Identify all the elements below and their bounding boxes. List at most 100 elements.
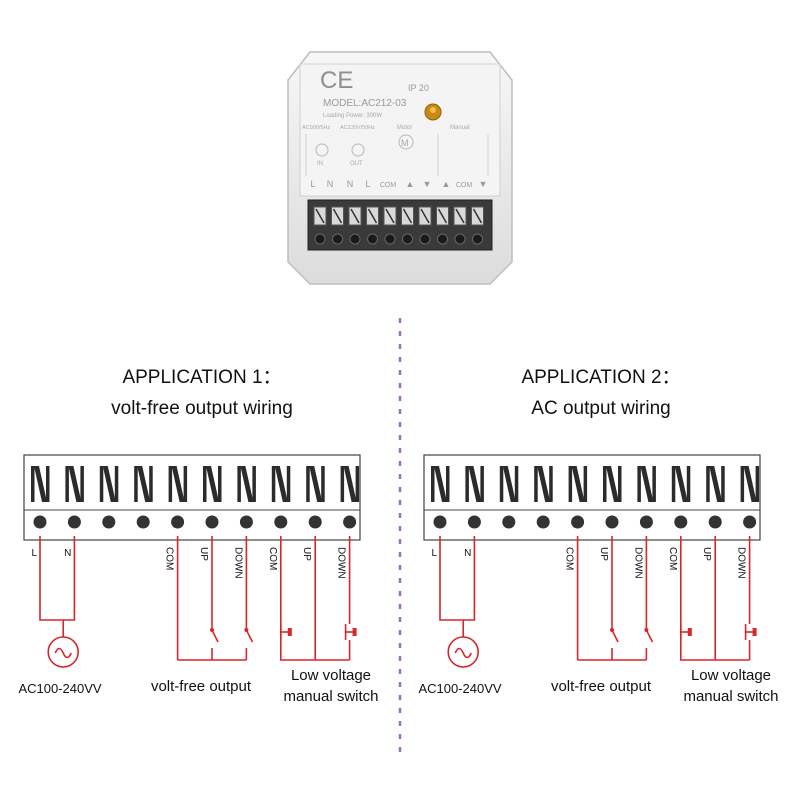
terminal-glyph-slash [171,466,185,502]
terminal-glyph-right [652,466,656,502]
device-screw-line [350,208,360,224]
terminal-glyph-slash [309,466,323,502]
device-screw-line [437,208,448,224]
device-screw-hole [472,233,483,245]
ip-rating: IP 20 [408,83,429,93]
application-1-switch-label-line2: manual switch [283,688,379,705]
device-screws [313,206,484,245]
terminal-glyph-left [568,466,573,502]
application-2-supply-label: AC100-240VV [418,681,502,696]
application-1-switch-label-line1: Low voltage [290,667,372,684]
terminal-glyph-right [218,466,222,502]
application-2-subtitle: AC output wiring [531,398,671,419]
terminal-glyph-left [168,466,173,502]
terminal-dot [674,515,688,529]
terminal-glyph-left [31,466,35,502]
terminal-glyph-right [252,466,256,502]
device-screw-hole [419,233,431,245]
ac-sine-icon [54,647,72,659]
terminal-dot [536,515,550,529]
terminal-label: L [431,548,437,559]
terminal-glyph-left [534,466,538,502]
relay-contact [611,629,619,643]
terminal-glyph-left [99,466,104,502]
supply-loop-wire [439,536,476,621]
terminal-label: N [464,548,471,559]
terminal-glyph-right [321,466,325,502]
device-terminal-mark: ▼ [423,179,432,189]
terminal-glyph-right [514,466,519,502]
terminal-glyph-left [203,466,207,502]
device-terminal-mark: N [347,179,354,189]
terminal-glyph-right [480,466,484,502]
application-1-output-label: volt-free output [150,678,252,695]
pushbutton-cap [287,628,292,636]
device-terminal-mark: ▲ [406,179,415,189]
terminal-glyph-left [671,466,676,502]
terminal-glyph-left [637,466,641,502]
terminal-glyph-slash [674,466,688,502]
out-label: OUT [350,161,363,167]
device-screw-hole [332,233,343,245]
ce-mark: CE [320,67,353,94]
terminal-dot [433,515,447,529]
device-terminal-mark: ▼ [479,179,488,189]
terminal-dot [708,515,722,529]
terminal-label: COM [164,547,175,570]
in-symbol [315,143,329,157]
terminal-label: UP [701,547,712,561]
terminal-glyph-left [340,466,345,502]
terminal-glyph-left [465,466,469,502]
application-2-output-label: volt-free output [550,678,652,695]
terminal-dot [205,515,219,529]
manual-com-wire [279,536,350,661]
output-spec-text: AC230V/50Hz [340,125,375,131]
terminal-glyph-right [618,466,622,502]
device-screw-hole [437,233,448,245]
terminal-dot [67,515,81,529]
terminal-dot [571,515,585,529]
device-terminal-mark: L [365,179,370,189]
terminal-glyph-right [755,466,760,502]
out-symbol [351,143,365,157]
manual-label: Manual [450,125,470,131]
device-terminal-mark: COM [380,182,397,189]
terminal-glyph-left [134,466,138,502]
terminal-glyph-left [603,466,607,502]
device-screw-line [420,208,430,224]
terminal-label: DOWN [232,547,243,579]
supply-loop-wire [39,536,76,621]
terminal-glyph-slash [274,466,288,502]
terminal-label: COM [267,547,278,570]
terminal-glyph-right [355,466,360,502]
device-screw-line [402,208,413,224]
terminal-dot [343,515,357,529]
terminal-glyph-right [114,466,119,502]
motor-symbol-circle [398,134,414,150]
terminal-glyph-slash [468,466,482,502]
relay-contact [645,629,654,643]
terminal-glyph-left [271,466,276,502]
terminal-dot [605,515,619,529]
terminal-glyph-slash [434,466,447,502]
in-label: IN [317,161,323,167]
terminal-label: DOWN [632,547,643,579]
device-screw-hole [402,233,413,245]
application-2-title: APPLICATION 2： [521,367,681,388]
terminal-glyph-right [286,466,291,502]
terminal-glyph-slash [206,466,219,502]
terminal-glyph-slash [709,466,723,502]
device-screw-hole [314,233,326,245]
application-1-title: APPLICATION 1： [122,367,282,388]
terminal-glyph-left [499,466,504,502]
device-label-panel [299,63,501,197]
contact-node [244,628,249,632]
terminal-dot [136,515,150,529]
terminal-glyph-slash [606,466,619,502]
terminal-label: N [64,548,71,559]
terminal-glyph-left [706,466,710,502]
application-2-switch-label-line2: manual switch [683,688,779,705]
contact-node [610,628,614,632]
